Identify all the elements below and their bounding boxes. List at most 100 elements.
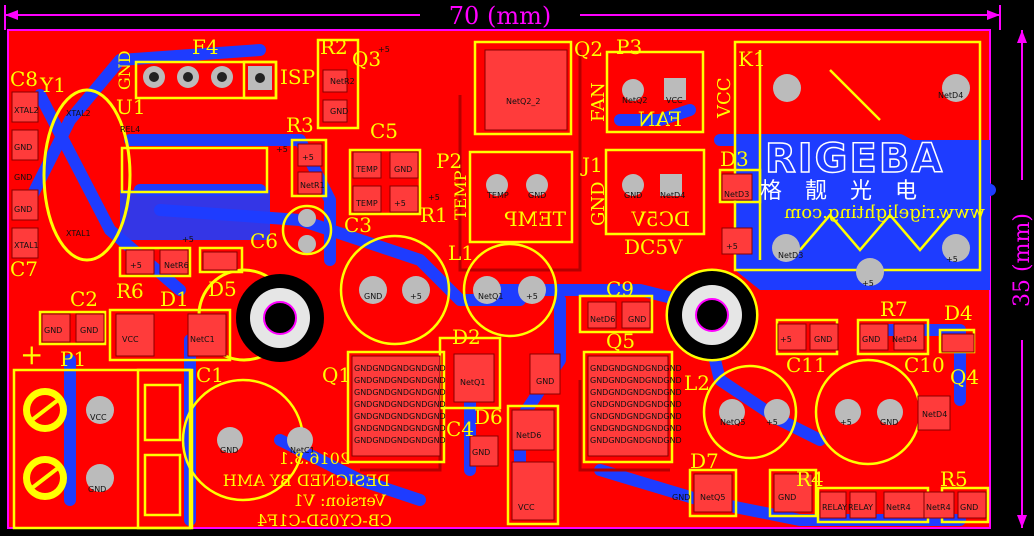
- svg-text:NetD4: NetD4: [660, 191, 685, 200]
- svg-text:RELAY: RELAY: [848, 503, 873, 512]
- svg-text:REL4: REL4: [120, 125, 140, 134]
- designators: C8 Y1 U1 GND F4 ISP R2 Q3 Q2 P3 K1 FAN V…: [10, 35, 979, 491]
- label-c7: C7: [10, 257, 38, 281]
- label-c3: C3: [344, 213, 372, 237]
- label-p2: P2: [436, 149, 462, 173]
- svg-text:GND: GND: [88, 485, 106, 494]
- label-q3: Q3: [352, 47, 381, 71]
- svg-text:GND: GND: [364, 292, 382, 301]
- label-r4: R4: [796, 467, 824, 491]
- label-gnd-vertical: GND: [588, 181, 609, 226]
- mounting-holes: [236, 271, 756, 362]
- svg-text:GND: GND: [628, 315, 646, 324]
- svg-text:NetQ2_2: NetQ2_2: [506, 97, 541, 106]
- svg-text:NetQ5: NetQ5: [720, 418, 745, 427]
- label-j1: J1: [580, 153, 603, 177]
- svg-text:+5: +5: [130, 261, 142, 270]
- silk-board-id: CB-CY05D-C1F4: [257, 511, 392, 530]
- svg-text:NetQ5: NetQ5: [700, 493, 725, 502]
- svg-text:+5: +5: [862, 279, 874, 288]
- svg-text:VCC: VCC: [518, 503, 535, 512]
- svg-text:GNDGNDGNDGNDGND: GNDGNDGNDGNDGND: [354, 364, 446, 373]
- label-c2: C2: [70, 287, 98, 311]
- ground-pour-left: [120, 190, 270, 240]
- svg-text:+5: +5: [378, 45, 390, 54]
- label-r5: R5: [940, 467, 968, 491]
- label-q4: Q4: [950, 365, 979, 389]
- svg-text:NetD4: NetD4: [892, 335, 917, 344]
- svg-text:XTAL1: XTAL1: [14, 241, 39, 250]
- width-dimension-label: 70 (mm): [449, 2, 551, 30]
- silk-version: Version: V1: [293, 491, 387, 510]
- svg-text:RELAY: RELAY: [822, 503, 847, 512]
- label-isp: ISP: [280, 65, 315, 89]
- label-l2: L2: [684, 371, 710, 395]
- svg-text:NetQ2: NetQ2: [622, 96, 647, 105]
- svg-text:+5: +5: [182, 235, 194, 244]
- svg-text:TEMP: TEMP: [355, 199, 378, 208]
- svg-text:GND: GND: [14, 205, 32, 214]
- label-c11: C11: [786, 353, 827, 377]
- q5-grid-text: GNDGNDGNDGNDGND GNDGNDGNDGNDGND GNDGNDGN…: [590, 364, 682, 445]
- svg-text:GNDGNDGNDGNDGND: GNDGNDGNDGNDGND: [354, 436, 446, 445]
- svg-text:NetR2: NetR2: [330, 77, 355, 86]
- svg-text:VCC: VCC: [90, 413, 107, 422]
- svg-text:GND: GND: [14, 173, 32, 182]
- svg-text:GNDGNDGNDGNDGND: GNDGNDGNDGNDGND: [590, 388, 682, 397]
- svg-text:GND: GND: [862, 335, 880, 344]
- svg-text:GNDGNDGNDGNDGND: GNDGNDGNDGNDGND: [354, 424, 446, 433]
- svg-text:NetD6: NetD6: [516, 431, 541, 440]
- label-q5: Q5: [606, 329, 635, 353]
- svg-text:NetD3: NetD3: [724, 190, 749, 199]
- label-d3: D3: [720, 147, 749, 171]
- svg-text:VCC: VCC: [122, 335, 139, 344]
- svg-text:NetR1: NetR1: [300, 181, 325, 190]
- label-d5: D5: [208, 277, 237, 301]
- silk-website: www.rigelighting.com: [784, 202, 985, 223]
- svg-text:XTAL1: XTAL1: [66, 229, 91, 238]
- svg-text:NetR4: NetR4: [886, 503, 911, 512]
- height-dimension-label: 35 (mm): [1010, 213, 1034, 307]
- svg-text:GND: GND: [394, 165, 412, 174]
- label-fan-vertical: FAN: [588, 82, 609, 122]
- label-c1: C1: [196, 363, 224, 387]
- svg-text:NetQ1: NetQ1: [460, 378, 485, 387]
- svg-text:GND: GND: [536, 377, 554, 386]
- rigeba-logo: RIGEBA 格 靓 光 电: [760, 135, 943, 204]
- mirrored-silk: FAN TEMP DC5V www.rigelighting.com 2016.…: [223, 107, 985, 530]
- label-d4: D4: [944, 301, 973, 325]
- svg-text:GND: GND: [672, 493, 690, 502]
- svg-text:NetR4: NetR4: [926, 503, 951, 512]
- svg-text:+5: +5: [766, 418, 778, 427]
- svg-text:GNDGNDGNDGNDGND: GNDGNDGNDGNDGND: [354, 412, 446, 421]
- label-p1: P1: [60, 347, 86, 371]
- label-r3: R3: [286, 113, 314, 137]
- svg-text:GNDGNDGNDGNDGND: GNDGNDGNDGNDGND: [354, 400, 446, 409]
- label-p3: P3: [616, 35, 642, 59]
- through-hole-pads: [86, 66, 970, 492]
- terminal-screws: [23, 388, 67, 500]
- label-r6: R6: [116, 279, 144, 303]
- label-d6: D6: [474, 405, 503, 429]
- svg-text:+5: +5: [428, 193, 440, 202]
- label-y1: Y1: [39, 73, 66, 97]
- silkscreen-outlines: [12, 38, 990, 530]
- svg-text:GND: GND: [14, 143, 32, 152]
- svg-text:GND: GND: [44, 326, 62, 335]
- svg-text:XTAL2: XTAL2: [14, 106, 39, 115]
- label-l1: L1: [448, 241, 474, 265]
- svg-text:NetD4: NetD4: [922, 410, 947, 419]
- label-temp-vertical: TEMP: [451, 170, 470, 220]
- svg-text:+5: +5: [276, 145, 288, 154]
- label-u1: U1: [116, 95, 146, 119]
- svg-text:GND: GND: [80, 326, 98, 335]
- smd-pads: [11, 49, 987, 521]
- svg-text:GND: GND: [778, 493, 796, 502]
- svg-text:GND: GND: [814, 335, 832, 344]
- label-dc5v: DC5V: [624, 235, 683, 259]
- svg-text:NetD3: NetD3: [778, 251, 803, 260]
- label-c10: C10: [904, 353, 945, 377]
- svg-text:NetR6: NetR6: [164, 261, 189, 270]
- svg-text:+5: +5: [780, 335, 792, 344]
